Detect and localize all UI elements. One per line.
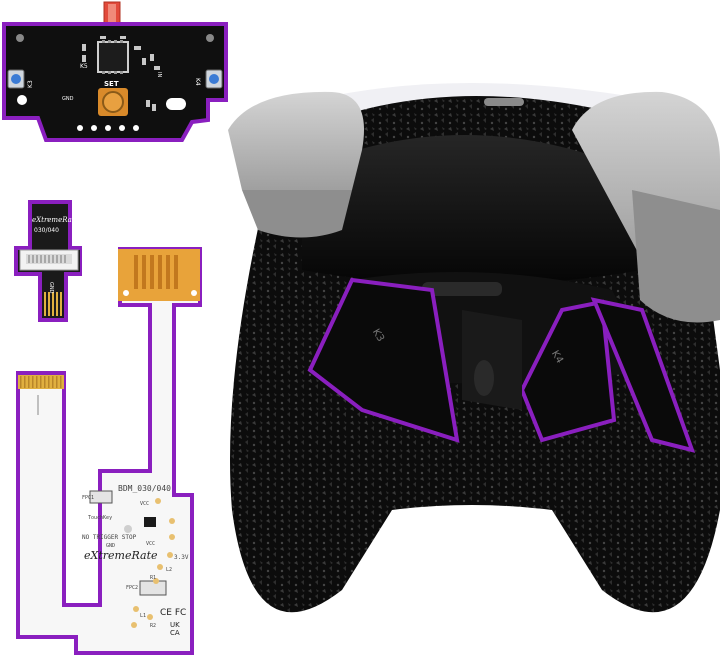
ukca-top: UK <box>170 621 180 629</box>
k5-label: K5 <box>80 63 88 70</box>
ce-fc-mark: CE FC <box>160 608 186 618</box>
gnd-flex-label: GND <box>106 543 115 549</box>
vcc2-label: VCC <box>146 541 155 547</box>
r1-label: R1 <box>150 575 156 581</box>
gnd-label: GND <box>62 96 74 102</box>
r2-label: R2 <box>150 623 156 629</box>
fpc1-label: FPC1 <box>82 495 94 501</box>
flex-model: BDM_030/040 <box>118 484 171 493</box>
flex-cable: BDM_030/040 FPC1 TouchKey VCC NO TRIGGER… <box>10 245 210 655</box>
ukca-bottom: CA <box>170 629 180 637</box>
no-trigger-stop-label: NO TRIGGER STOP <box>82 534 137 541</box>
in-label: IN <box>156 72 162 77</box>
connector-board: eXtremeRate 030/040 GND <box>12 196 82 326</box>
set-label: SET <box>104 80 119 88</box>
left-trigger <box>228 91 364 200</box>
connector-gnd: GND <box>48 282 54 294</box>
connector-brand: eXtremeRate <box>32 216 79 224</box>
main-pcb-board: SET K3 K4 K5 GND IN <box>0 0 232 150</box>
k3-label: K3 <box>27 80 34 88</box>
touchkey-label: TouchKey <box>88 515 112 521</box>
controller-back-view: K3 K4 <box>222 70 720 660</box>
l1-label: L1 <box>140 613 146 619</box>
connector-model: 030/040 <box>34 227 59 234</box>
k4-label: K4 <box>194 78 201 86</box>
l2-label: L2 <box>166 567 172 573</box>
flex-brand: eXtremeRate <box>84 549 158 562</box>
side-paddle <box>590 297 696 453</box>
back-paddle-k3 <box>307 277 460 443</box>
fpc2-label: FPC2 <box>126 585 138 591</box>
vcc-label: VCC <box>140 501 149 507</box>
voltage-label: 3.3V <box>174 554 189 561</box>
